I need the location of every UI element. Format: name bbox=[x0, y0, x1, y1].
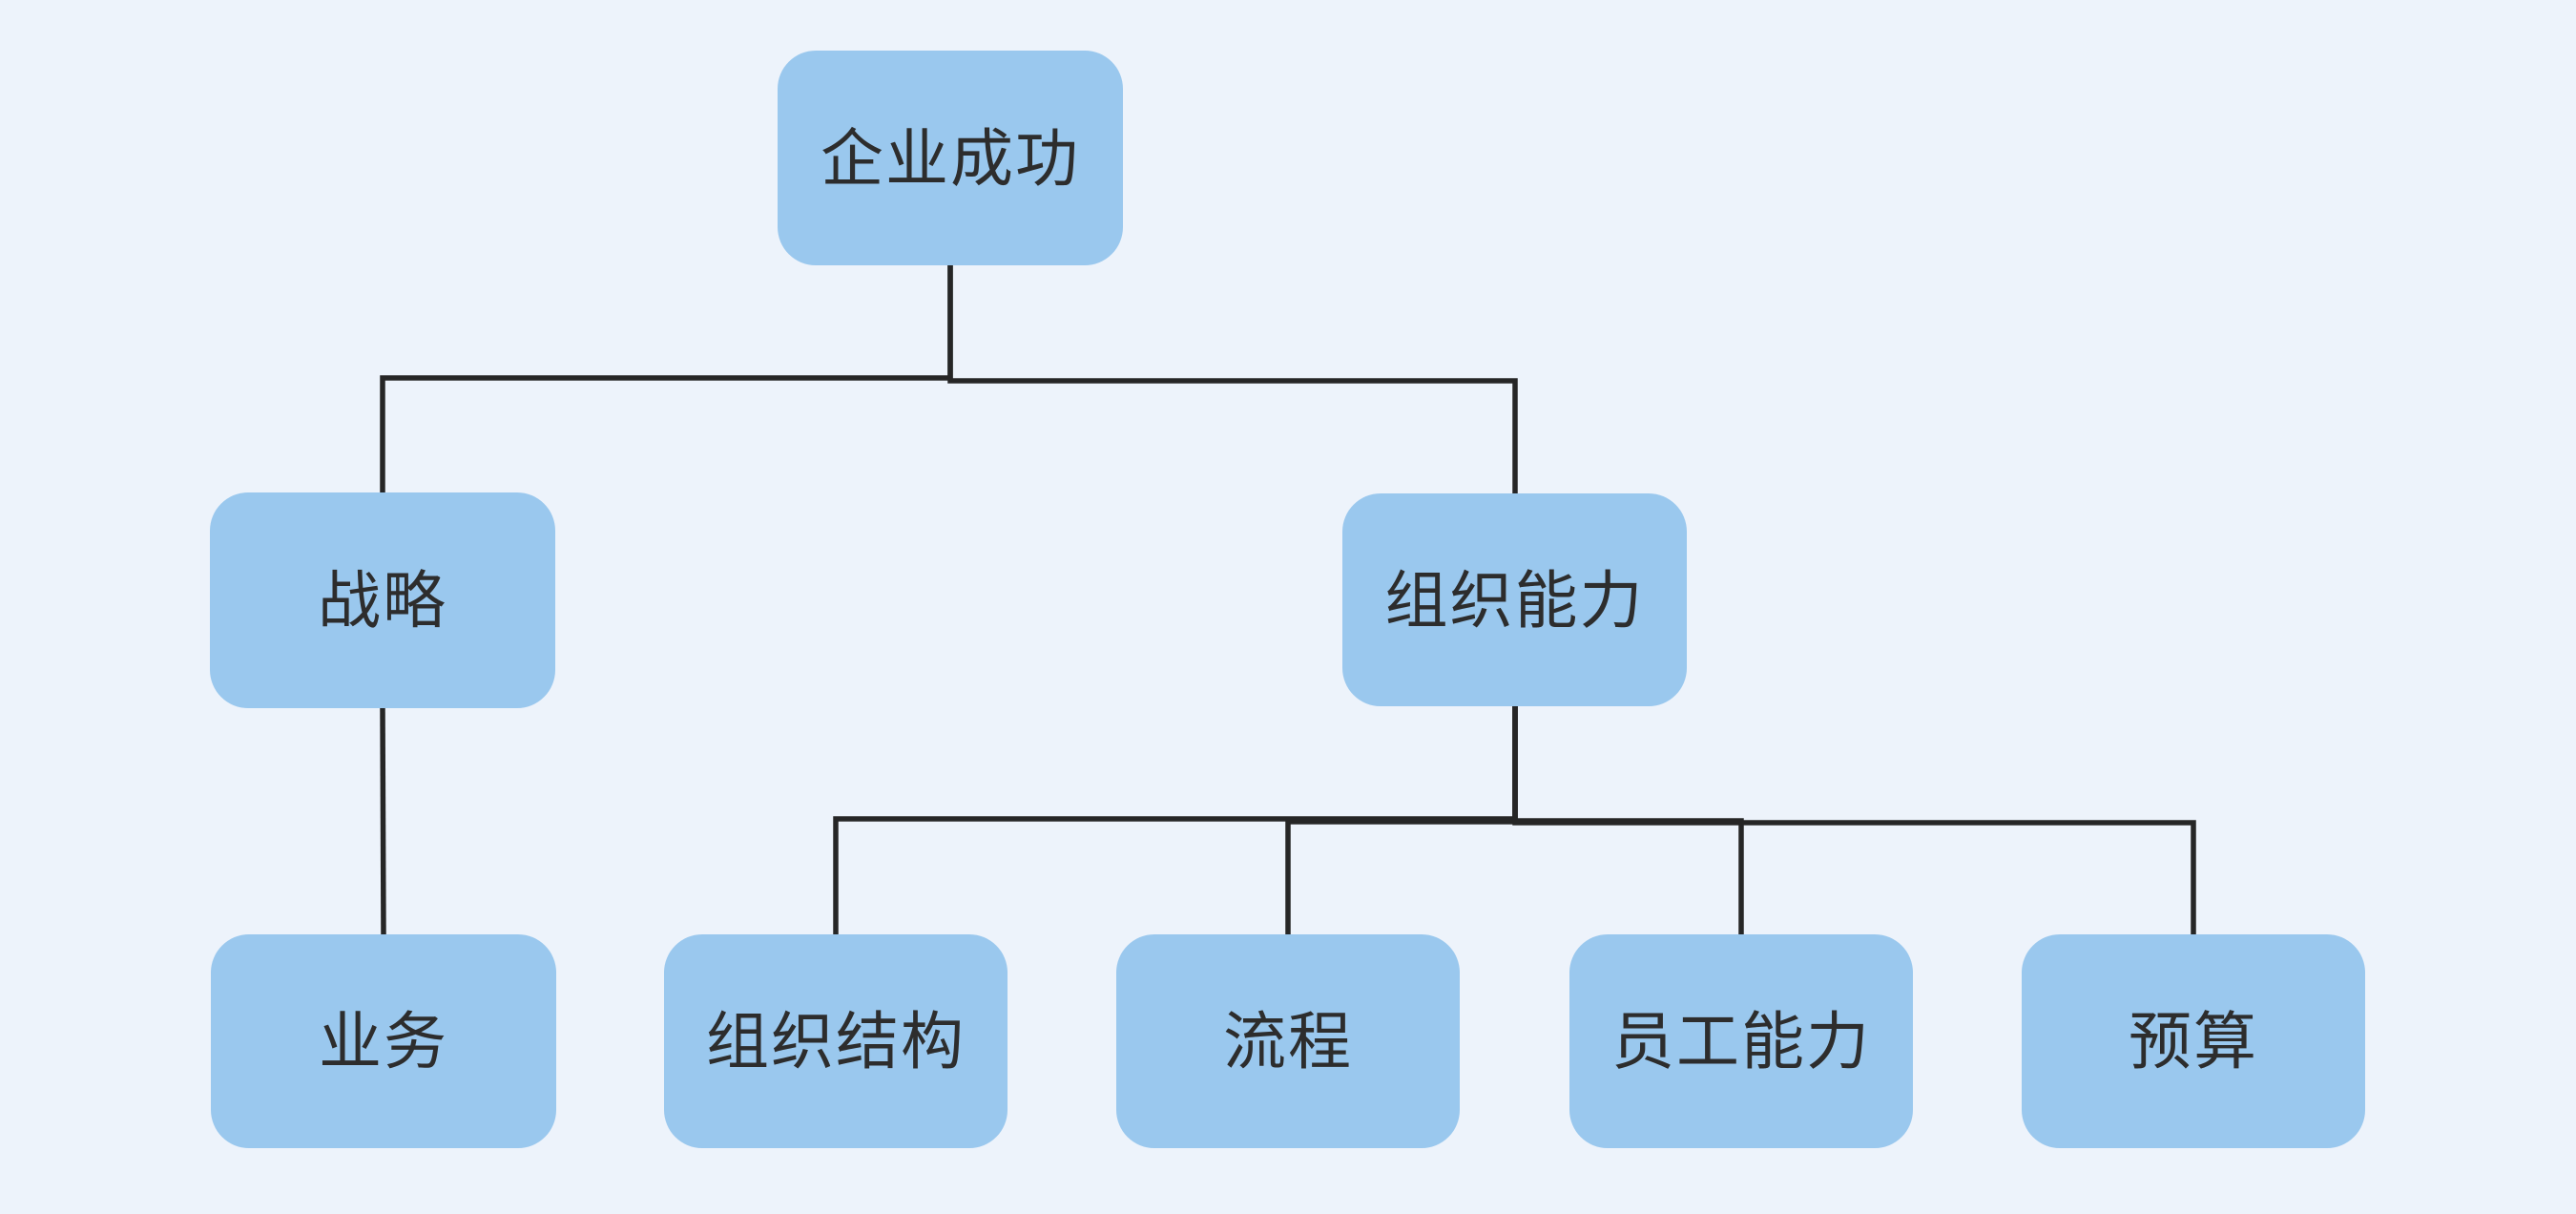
node-process-label: 流程 bbox=[1223, 1006, 1353, 1077]
edge-strategy-business bbox=[380, 707, 386, 935]
node-business-label: 业务 bbox=[319, 1006, 448, 1077]
node-root[interactable]: 企业成功 bbox=[778, 51, 1123, 265]
edge-org-capability-process bbox=[1285, 706, 1518, 934]
node-staff-capability-label: 员工能力 bbox=[1611, 1006, 1871, 1077]
node-budget-label: 预算 bbox=[2129, 1006, 2258, 1077]
edge-root-org-capability bbox=[947, 265, 1518, 493]
node-org-capability[interactable]: 组织能力 bbox=[1342, 493, 1687, 706]
edge-org-capability-org-structure bbox=[833, 706, 1518, 934]
node-org-capability-label: 组织能力 bbox=[1384, 564, 1645, 636]
node-budget[interactable]: 预算 bbox=[2022, 934, 2365, 1148]
edge-org-capability-budget bbox=[1512, 706, 2196, 934]
node-strategy[interactable]: 战略 bbox=[210, 492, 555, 708]
node-org-structure[interactable]: 组织结构 bbox=[664, 934, 1008, 1148]
edge-org-capability-staff-capability bbox=[1512, 706, 1744, 934]
node-strategy-label: 战略 bbox=[318, 565, 447, 636]
node-business[interactable]: 业务 bbox=[211, 934, 556, 1148]
node-process[interactable]: 流程 bbox=[1116, 934, 1460, 1148]
node-org-structure-label: 组织结构 bbox=[706, 1006, 966, 1077]
node-root-label: 企业成功 bbox=[821, 122, 1080, 194]
edge-root-strategy bbox=[380, 265, 953, 492]
node-staff-capability[interactable]: 员工能力 bbox=[1569, 934, 1913, 1148]
